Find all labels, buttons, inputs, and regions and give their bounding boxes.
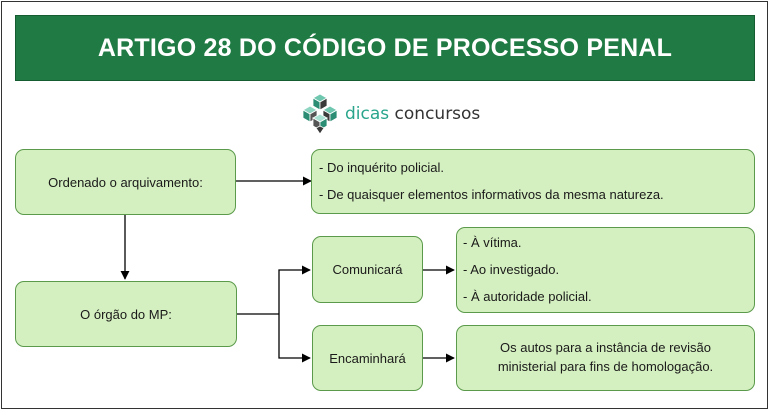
node-ordenado-label: Ordenado o arquivamento: bbox=[48, 174, 203, 190]
node-comunicara-label: Comunicará bbox=[332, 262, 403, 277]
logo-word-concursos: concursos bbox=[394, 104, 481, 124]
logo-wordmark: dicas concursos bbox=[345, 104, 480, 124]
page-title: ARTIGO 28 DO CÓDIGO DE PROCESSO PENAL bbox=[97, 33, 673, 62]
node-encaminhara-label: Encaminhará bbox=[329, 350, 406, 366]
brand-logo: dicas concursos bbox=[300, 92, 480, 136]
node-comunicar-itens: - À vítima. - Ao investigado. - À autori… bbox=[456, 227, 755, 313]
list-item: - À vítima. bbox=[463, 235, 522, 251]
node-encaminhar-texto: Os autos para a instância de revisão min… bbox=[456, 325, 755, 391]
list-item: - De quaisquer elementos informativos da… bbox=[319, 187, 664, 203]
logo-word-dicas: dicas bbox=[345, 104, 390, 124]
node-orgao-label: O órgão do MP: bbox=[80, 306, 172, 322]
text-line: Os autos para a instância de revisão bbox=[499, 340, 711, 356]
node-arquivamento-itens: - Do inquérito policial. - De quaisquer … bbox=[311, 149, 755, 214]
node-orgao-mp: O órgão do MP: bbox=[15, 281, 237, 347]
list-item: - Do inquérito policial. bbox=[319, 159, 445, 175]
cube-stack-icon bbox=[302, 93, 338, 135]
node-comunicara: Comunicará bbox=[312, 236, 423, 303]
title-banner: ARTIGO 28 DO CÓDIGO DE PROCESSO PENAL bbox=[15, 15, 755, 81]
node-encaminhara: Encaminhará bbox=[312, 325, 423, 391]
node-ordenado-arquivamento: Ordenado o arquivamento: bbox=[15, 149, 236, 215]
list-item: - À autoridade policial. bbox=[463, 288, 592, 304]
text-line: ministerial para fins de homologação. bbox=[497, 359, 714, 374]
list-item: - Ao investigado. bbox=[463, 261, 560, 277]
